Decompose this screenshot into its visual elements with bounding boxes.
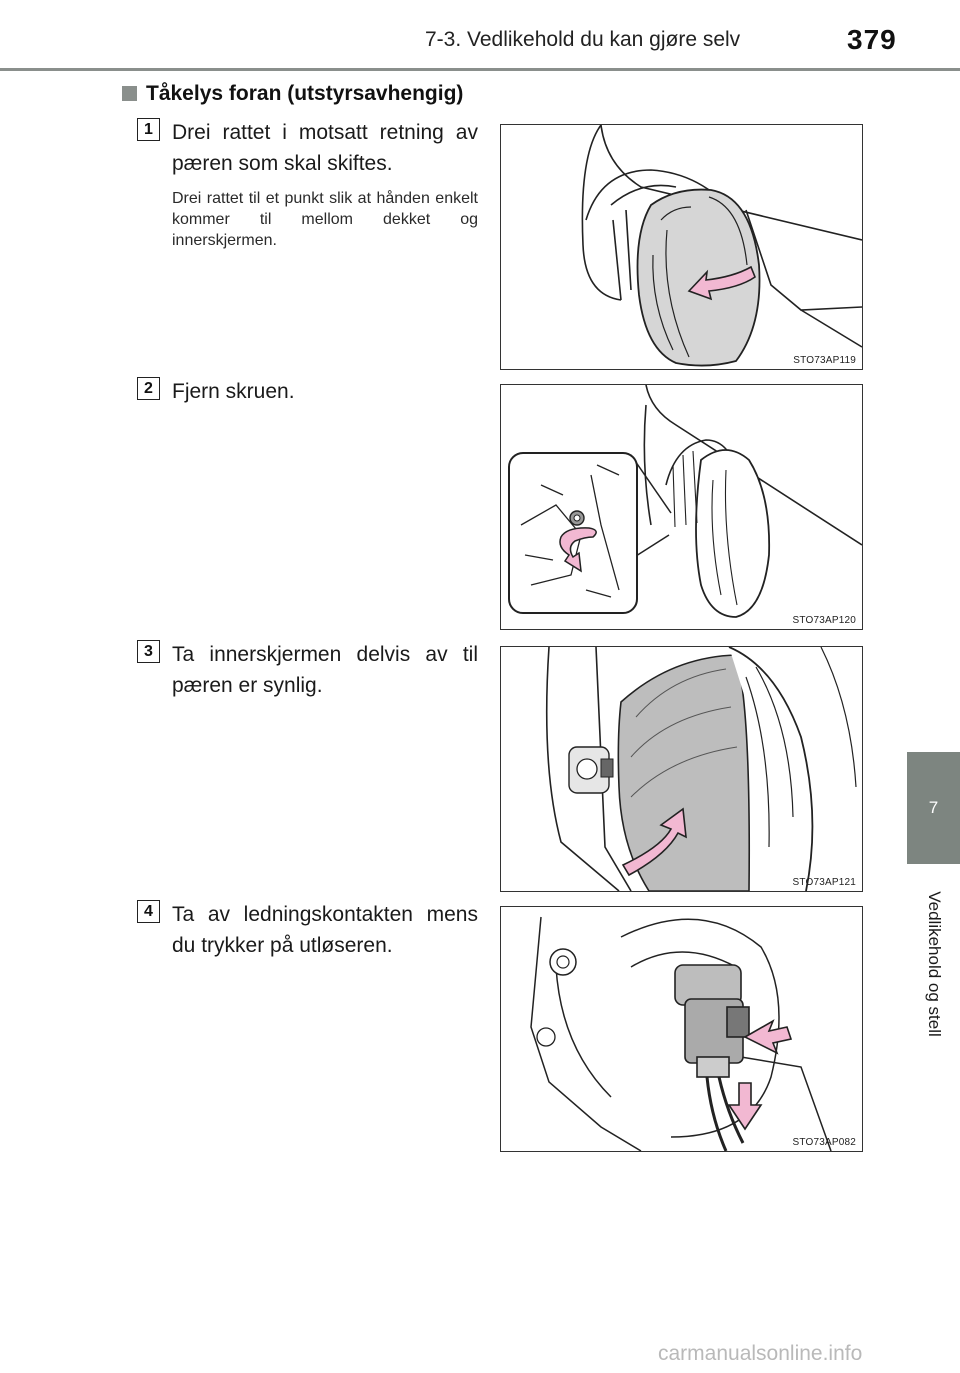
chapter-tab: 7 [907, 752, 960, 864]
chapter-label-text: Vedlikehold og stell [924, 891, 944, 1037]
figure-code: STO73AP120 [792, 615, 856, 626]
screw-removal-illustration [508, 385, 862, 618]
figure-code: STO73AP119 [793, 355, 856, 366]
step-figure: STO73AP120 [500, 384, 863, 630]
inner-fender-illustration [545, 647, 857, 891]
connector-removal-illustration [530, 916, 832, 1151]
step-number-badge: 3 [137, 640, 160, 663]
section-heading-text: Tåkelys foran (utstyrsavhengig) [146, 82, 464, 105]
chapter-number: 7 [928, 798, 939, 817]
header-divider [0, 68, 960, 71]
figure-code: STO73AP082 [792, 1137, 856, 1148]
step-note: Drei rattet til et punkt slik at hånden … [172, 190, 478, 249]
step-figure: STO73AP121 [500, 646, 863, 892]
step-number-badge: 4 [137, 900, 160, 923]
watermark: carmanualsonline.info [658, 1342, 863, 1365]
step-figure: STO73AP119 [500, 124, 863, 370]
section-square-icon [122, 86, 137, 101]
step-text-full: Ta av ledningskontakten mens du trykker … [172, 903, 478, 957]
step-number-badge: 2 [137, 377, 160, 400]
wheel-turn-illustration [581, 125, 862, 367]
step-text: Ta innerskjermen delvis av til pæren er … [172, 643, 478, 697]
figure-code: STO73AP121 [792, 877, 856, 888]
page-number: 379 [847, 24, 897, 55]
header-section-title: 7-3. Vedlikehold du kan gjøre selv [425, 28, 741, 51]
step-text: Drei rattet i motsatt retning av pæren s… [172, 121, 478, 175]
step-figure: STO73AP082 [500, 906, 863, 1152]
section-heading: Tåkelys foran (utstyrsavhengig) [122, 82, 463, 106]
step-number-badge: 1 [137, 118, 160, 141]
step-text: Fjern skruen. [172, 380, 295, 403]
chapter-label: Vedlikehold og stell [907, 864, 960, 1064]
